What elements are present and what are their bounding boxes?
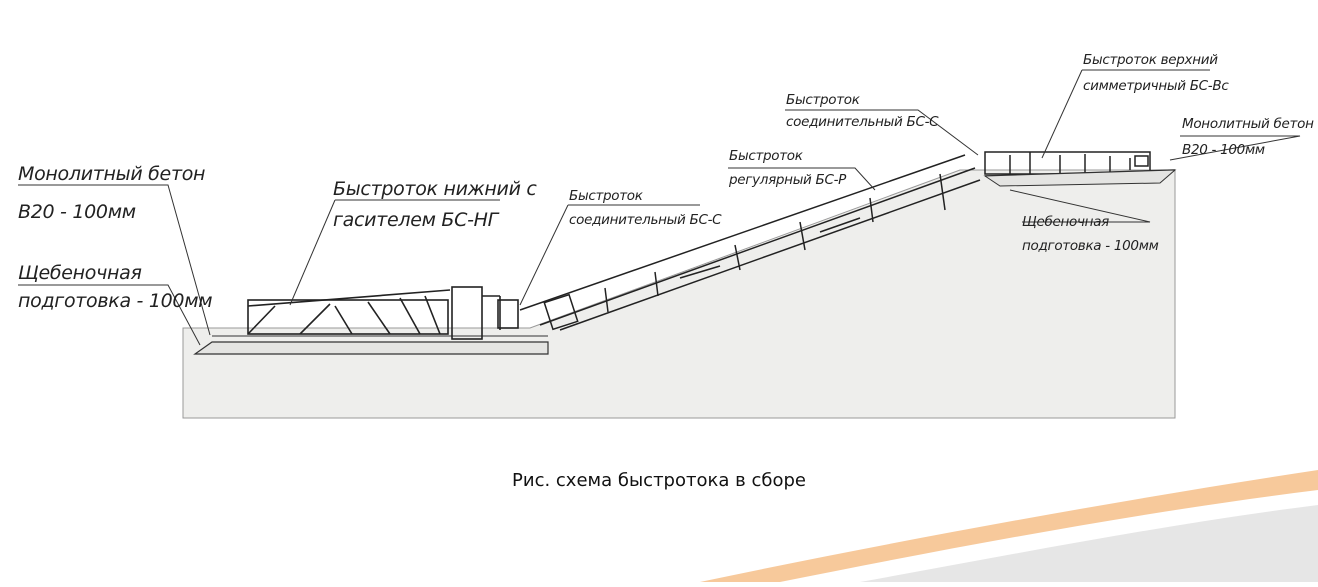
label-lower-flume-1: Быстроток нижний с — [333, 178, 537, 200]
figure-caption: Рис. схема быстротока в сборе — [512, 470, 806, 491]
label-concrete-right-2: B20 - 100мм — [1182, 142, 1265, 158]
label-top-right-flume-1: Быстроток верхний — [1083, 52, 1218, 68]
bedding-right — [983, 169, 1177, 187]
label-connect-top-1: Быстроток — [786, 92, 860, 108]
leader-lines — [18, 69, 1301, 346]
lower-flume — [247, 286, 519, 340]
label-regular-2: регулярный БС-Р — [729, 172, 847, 188]
label-concrete-right-1: Монолитный бетон — [1182, 116, 1314, 132]
label-connect-bottom-1: Быстроток — [569, 188, 643, 204]
label-gravel-right-1: Щебеночная — [1022, 214, 1109, 230]
label-regular-1: Быстроток — [729, 148, 803, 164]
label-concrete-left-1: Монолитный бетон — [18, 163, 206, 185]
regular-flume — [519, 154, 981, 331]
label-gravel-left-2: подготовка - 100мм — [18, 290, 213, 312]
label-gravel-right-2: подготовка - 100мм — [1022, 238, 1159, 254]
label-lower-flume-2: гасителем БС-НГ — [333, 209, 498, 231]
bedding-left — [193, 341, 549, 355]
label-concrete-left-2: B20 - 100мм — [18, 201, 136, 223]
label-connect-bottom-2: соединительный БС-С — [569, 212, 722, 228]
label-gravel-left-1: Щебеночная — [18, 262, 142, 284]
label-connect-top-2: соединительный БС-С — [786, 114, 939, 130]
label-top-right-flume-2: симметричный БС-Вс — [1083, 78, 1229, 94]
swoosh-orange — [700, 470, 1318, 582]
swoosh-gray — [860, 505, 1318, 582]
